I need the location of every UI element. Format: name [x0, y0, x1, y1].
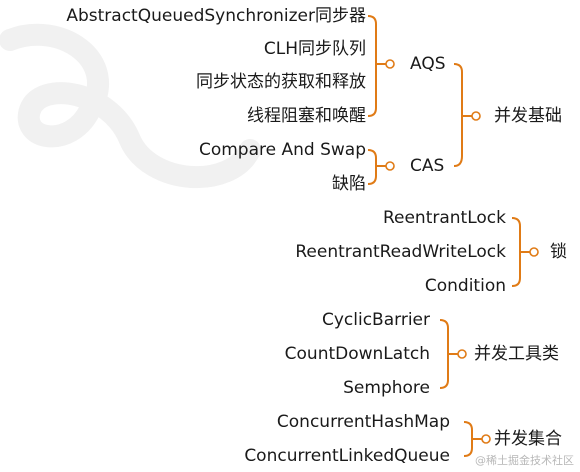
aqs-child-synchronizer: AbstractQueuedSynchronizer同步器 [66, 6, 366, 26]
root-node-dot [471, 111, 481, 121]
tools-child-cyclicbarrier: CyclicBarrier [321, 310, 430, 330]
tools-child-semphore: Semphore [343, 378, 430, 398]
collections-node-dot [481, 434, 491, 444]
root-bracket [453, 63, 463, 167]
cas-node-label: CAS [410, 156, 445, 176]
collections-child-concurrentlinkedqueue: ConcurrentLinkedQueue [244, 446, 450, 466]
tools-bracket [439, 319, 449, 389]
lock-node-dot [529, 247, 539, 257]
aqs-node-label: AQS [410, 54, 446, 74]
cas-child-defect: 缺陷 [332, 174, 366, 194]
lock-bracket [511, 217, 521, 287]
cas-bracket [367, 149, 377, 185]
collections-child-concurrenthashmap: ConcurrentHashMap [276, 412, 450, 432]
cas-child-compare-and-swap: Compare And Swap [198, 140, 366, 160]
cas-node-dot [385, 161, 395, 171]
tools-node-dot [457, 349, 467, 359]
root-node-label: 并发基础 [494, 106, 562, 126]
lock-child-reentrantlock: ReentrantLock [382, 208, 506, 228]
background-swirl-decoration [0, 23, 260, 189]
aqs-child-clh-queue: CLH同步队列 [263, 39, 366, 59]
watermark: @稀土掘金技术社区 [475, 454, 574, 467]
tools-node-label: 并发工具类 [474, 344, 559, 364]
aqs-child-block-wake: 线程阻塞和唤醒 [247, 106, 366, 126]
lock-child-condition: Condition [424, 276, 506, 296]
collections-node-label: 并发集合 [494, 429, 562, 449]
tools-child-countdownlatch: CountDownLatch [284, 344, 430, 364]
aqs-node-dot [385, 59, 395, 69]
aqs-bracket [367, 15, 377, 117]
collections-bracket [463, 421, 473, 457]
lock-child-readwritelock: ReentrantReadWriteLock [295, 242, 506, 262]
lock-node-label: 锁 [550, 242, 567, 262]
aqs-child-state: 同步状态的获取和释放 [196, 72, 366, 92]
